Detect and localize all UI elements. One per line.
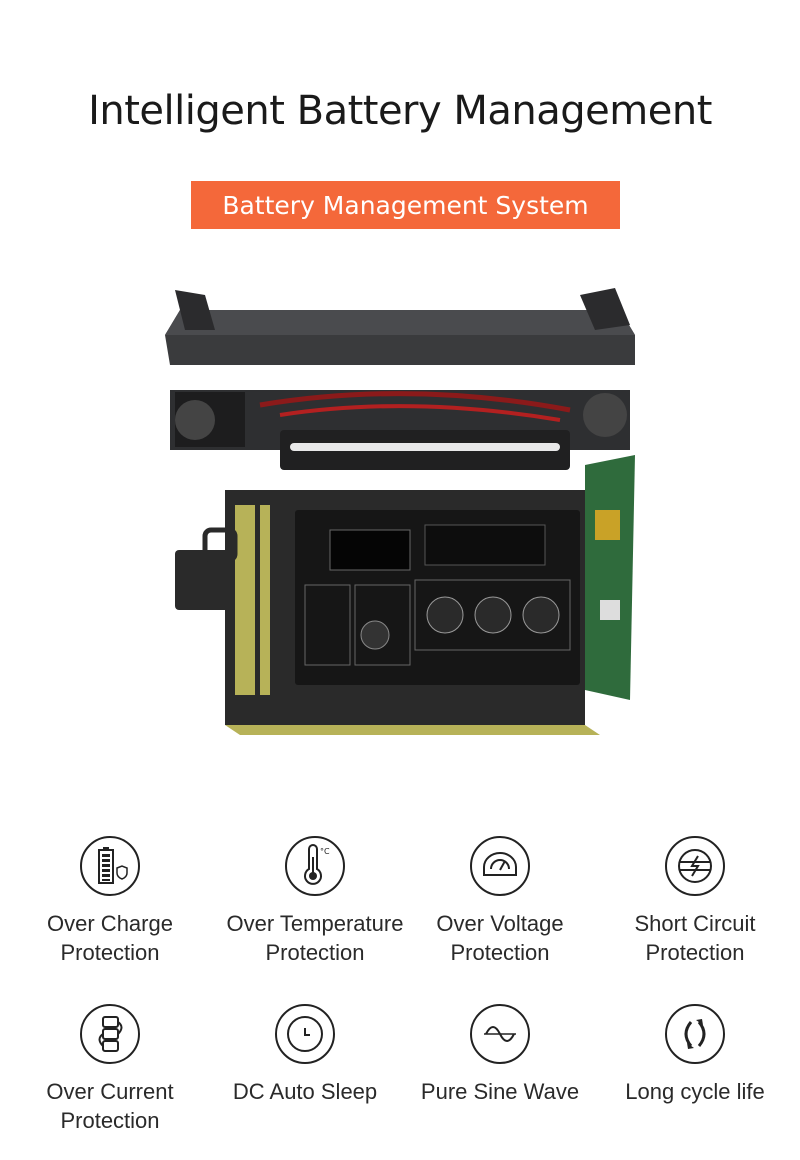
page-title: Intelligent Battery Management: [88, 88, 712, 134]
feature-label-line1: Short Circuit: [634, 911, 756, 936]
feature-long-cycle-life: Long cycle life: [595, 1003, 795, 1106]
thermometer-icon: °C: [285, 836, 345, 896]
feature-label-line1: Long cycle life: [625, 1079, 765, 1104]
power-station-exploded-image: [165, 288, 635, 735]
feature-label-line2: Protection: [60, 1108, 160, 1133]
feature-label-line2: Protection: [450, 940, 550, 965]
top-lid: [165, 288, 635, 365]
feature-label-line1: DC Auto Sleep: [232, 1079, 378, 1104]
feature-label-line1: Over Voltage: [436, 911, 564, 936]
feature-label-line2: Protection: [60, 940, 160, 965]
side-connector: [175, 527, 238, 610]
svg-text:°C: °C: [320, 847, 330, 856]
pcb-board: [585, 455, 635, 700]
cycle-arrows-icon: [665, 1004, 725, 1064]
feature-label-line1: Over Temperature: [226, 911, 404, 936]
battery-shield-icon: [80, 836, 140, 896]
feature-dc-auto-sleep: DC Auto Sleep: [205, 1003, 405, 1106]
feature-label-line1: Over Current: [46, 1079, 174, 1104]
current-blocks-icon: [80, 1004, 140, 1064]
feature-label-line2: Protection: [265, 940, 365, 965]
short-circuit-icon: [665, 836, 725, 896]
feature-label-line1: Pure Sine Wave: [420, 1079, 580, 1104]
feature-label-line2: Protection: [645, 940, 745, 965]
feature-pure-sine-wave: Pure Sine Wave: [400, 1003, 600, 1106]
sine-wave-icon: [470, 1004, 530, 1064]
fan-layer: [170, 390, 630, 450]
gauge-icon: [470, 836, 530, 896]
clock-icon: [275, 1004, 335, 1064]
feature-label-line1: Over Charge: [47, 911, 173, 936]
section-badge: Battery Management System: [191, 181, 620, 229]
